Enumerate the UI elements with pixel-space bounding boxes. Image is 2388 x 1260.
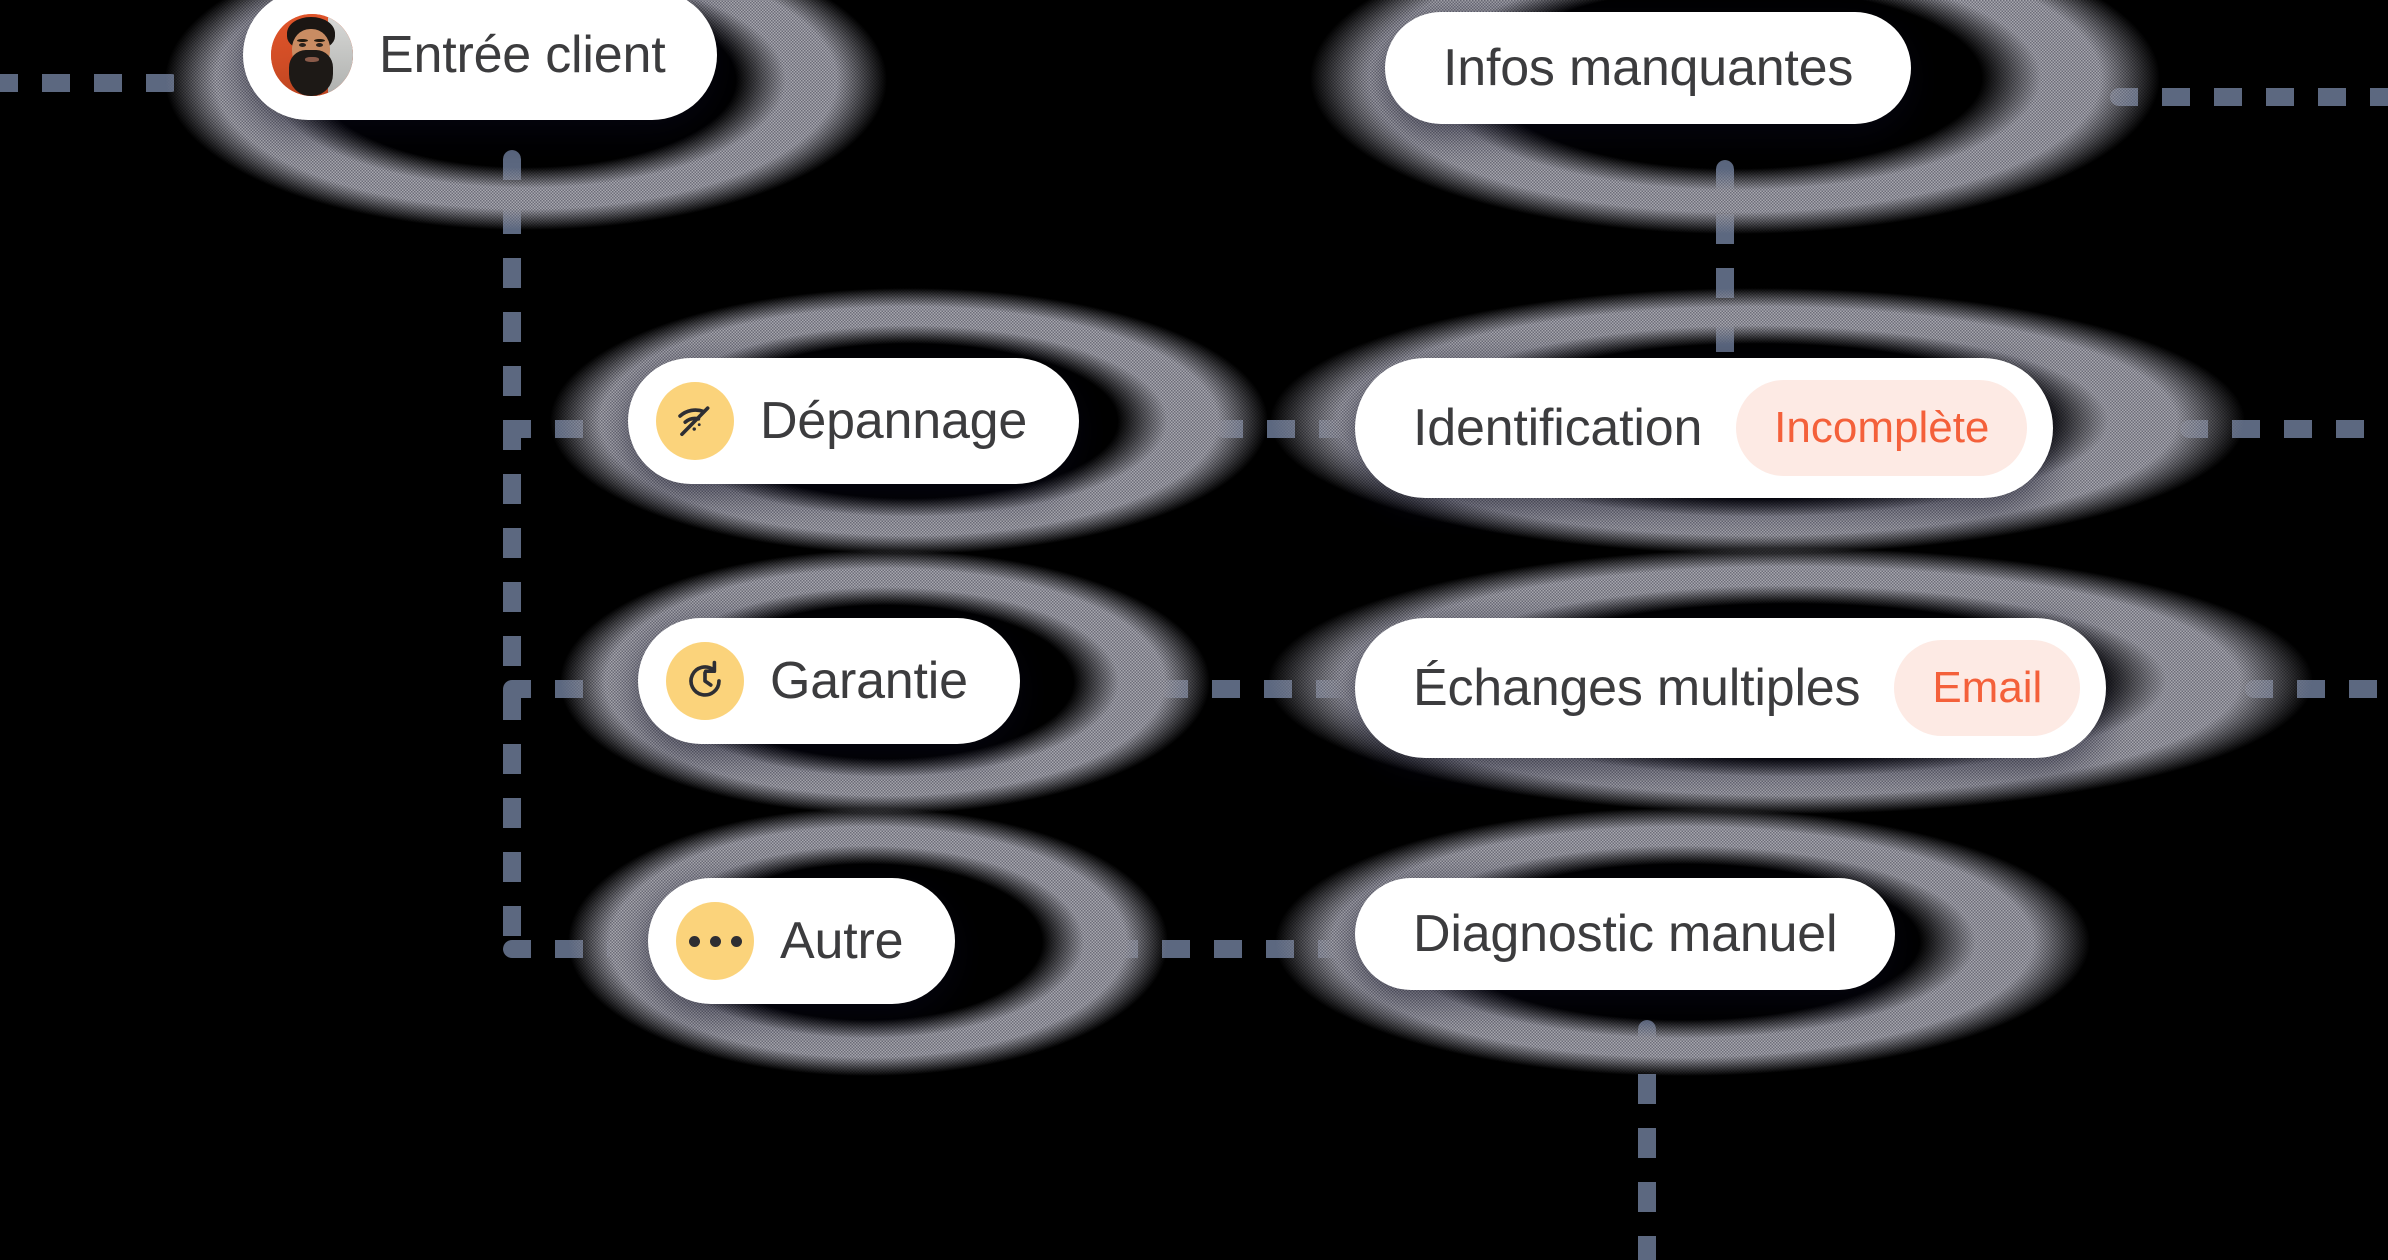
connector-trunk-to-garantie: [503, 680, 618, 698]
node-entree-client[interactable]: Entrée client: [243, 0, 718, 120]
node-label-diagnostic-manuel: Diagnostic manuel: [1413, 905, 1838, 963]
avatar: [271, 14, 353, 96]
connector-trunk-to-depannage: [503, 420, 628, 438]
node-autre[interactable]: Autre: [648, 878, 956, 1004]
node-label-infos-manquantes: Infos manquantes: [1443, 39, 1854, 97]
connector-trunk-to-autre: [503, 940, 613, 958]
rotate-clockwise-icon: [666, 642, 744, 720]
connector-diagnostic-outbound-bottom: [1638, 1020, 1656, 1260]
node-label-depannage: Dépannage: [760, 392, 1028, 450]
connector-entree-trunk: [503, 150, 521, 950]
node-label-autre: Autre: [780, 912, 904, 970]
node-label-echanges-multiples: Échanges multiples: [1413, 659, 1861, 717]
node-infos-manquantes[interactable]: Infos manquantes: [1385, 12, 1912, 124]
node-diagnostic-manuel[interactable]: Diagnostic manuel: [1355, 878, 1896, 990]
node-echanges-multiples[interactable]: Échanges multiples Email: [1355, 618, 2107, 758]
ellipsis-icon: [676, 902, 754, 980]
connector-infos-outbound-right: [2110, 88, 2388, 106]
status-badge-incomplete: Incomplète: [1736, 380, 2028, 476]
connector-garantie-to-echanges: [1160, 680, 1365, 698]
connector-inbound-left: [0, 74, 180, 92]
connector-autre-to-diagnostic: [1110, 940, 1360, 958]
connector-echanges-outbound-right: [2245, 680, 2388, 698]
status-badge-email: Email: [1894, 640, 2081, 736]
node-depannage[interactable]: Dépannage: [628, 358, 1080, 484]
node-label-identification: Identification: [1413, 399, 1703, 457]
node-label-entree-client: Entrée client: [379, 26, 666, 84]
node-identification[interactable]: Identification Incomplète: [1355, 358, 2054, 498]
connector-identification-outbound-right: [2180, 420, 2388, 438]
wifi-off-icon: [656, 382, 734, 460]
node-label-garantie: Garantie: [770, 652, 968, 710]
connector-depannage-to-identification: [1215, 420, 1355, 438]
node-garantie[interactable]: Garantie: [638, 618, 1020, 744]
